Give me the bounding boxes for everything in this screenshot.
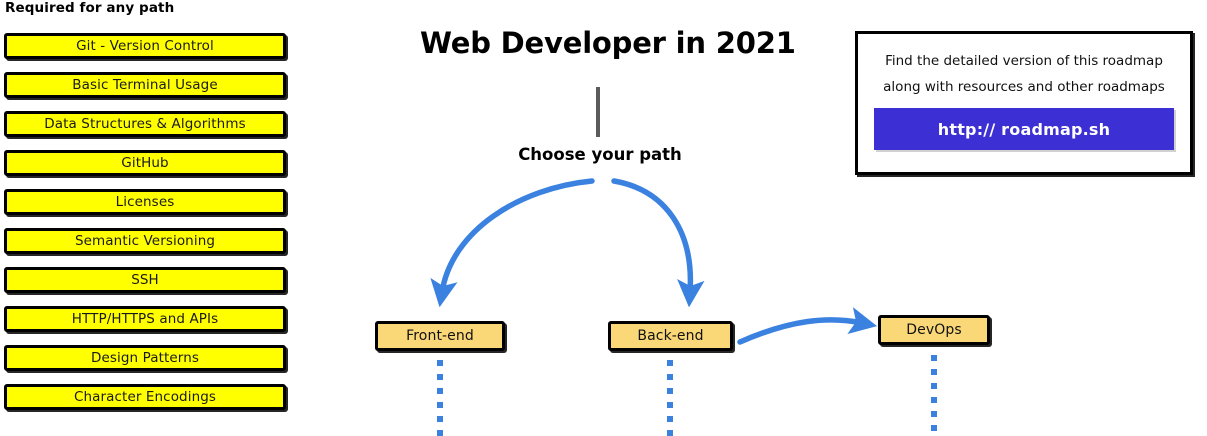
required-item-licenses[interactable]: Licenses (4, 189, 286, 215)
required-item-label: SSH (131, 272, 159, 288)
required-item-basic-terminal-usage[interactable]: Basic Terminal Usage (4, 72, 286, 98)
dotted-connector-frontend (437, 360, 443, 436)
arrow-backend-to-devops (737, 307, 878, 345)
required-item-data-structures-algorithms[interactable]: Data Structures & Algorithms (4, 111, 286, 137)
info-card-line-1: Find the detailed version of this roadma… (885, 53, 1163, 69)
required-item-github[interactable]: GitHub (4, 150, 286, 176)
node-label: Back-end (637, 328, 704, 344)
required-item-ssh[interactable]: SSH (4, 267, 286, 293)
required-item-design-patterns[interactable]: Design Patterns (4, 345, 286, 371)
roadmap-sh-link-button[interactable]: http:// roadmap.sh (874, 108, 1174, 150)
title-stem-line (596, 87, 600, 137)
required-item-git[interactable]: Git - Version Control (4, 33, 286, 59)
node-front-end[interactable]: Front-end (375, 321, 505, 351)
choose-your-path-label: Choose your path (518, 145, 682, 164)
roadmap-sh-link-label: http:// roadmap.sh (937, 119, 1111, 139)
required-item-label: Licenses (115, 194, 175, 210)
node-label: DevOps (906, 322, 962, 338)
required-for-any-path-panel: Required for any path Git - Version Cont… (0, 0, 300, 436)
required-item-label: GitHub (121, 155, 169, 171)
required-panel-heading: Required for any path (5, 0, 175, 16)
required-item-label: Data Structures & Algorithms (44, 116, 246, 132)
dotted-connector-backend (667, 360, 673, 436)
page-title: Web Developer in 2021 (420, 26, 796, 60)
node-back-end[interactable]: Back-end (608, 321, 733, 351)
required-item-character-encodings[interactable]: Character Encodings (4, 384, 286, 410)
required-item-label: Design Patterns (90, 350, 199, 366)
node-devops[interactable]: DevOps (878, 315, 990, 345)
required-item-label: Git - Version Control (76, 38, 214, 54)
info-card: Find the detailed version of this roadma… (855, 31, 1193, 175)
required-item-label: HTTP/HTTPS and APIs (71, 311, 219, 327)
dotted-connector-devops (931, 355, 937, 431)
node-label: Front-end (406, 328, 474, 344)
required-item-label: Character Encodings (73, 389, 217, 405)
required-item-label: Basic Terminal Usage (72, 77, 218, 93)
required-item-http-https-and-apis[interactable]: HTTP/HTTPS and APIs (4, 306, 286, 332)
arrow-to-frontend (430, 178, 595, 308)
info-card-line-2: along with resources and other roadmaps (883, 79, 1165, 95)
required-item-label: Semantic Versioning (74, 233, 216, 249)
arrow-to-backend (611, 178, 705, 308)
required-item-semantic-versioning[interactable]: Semantic Versioning (4, 228, 286, 254)
